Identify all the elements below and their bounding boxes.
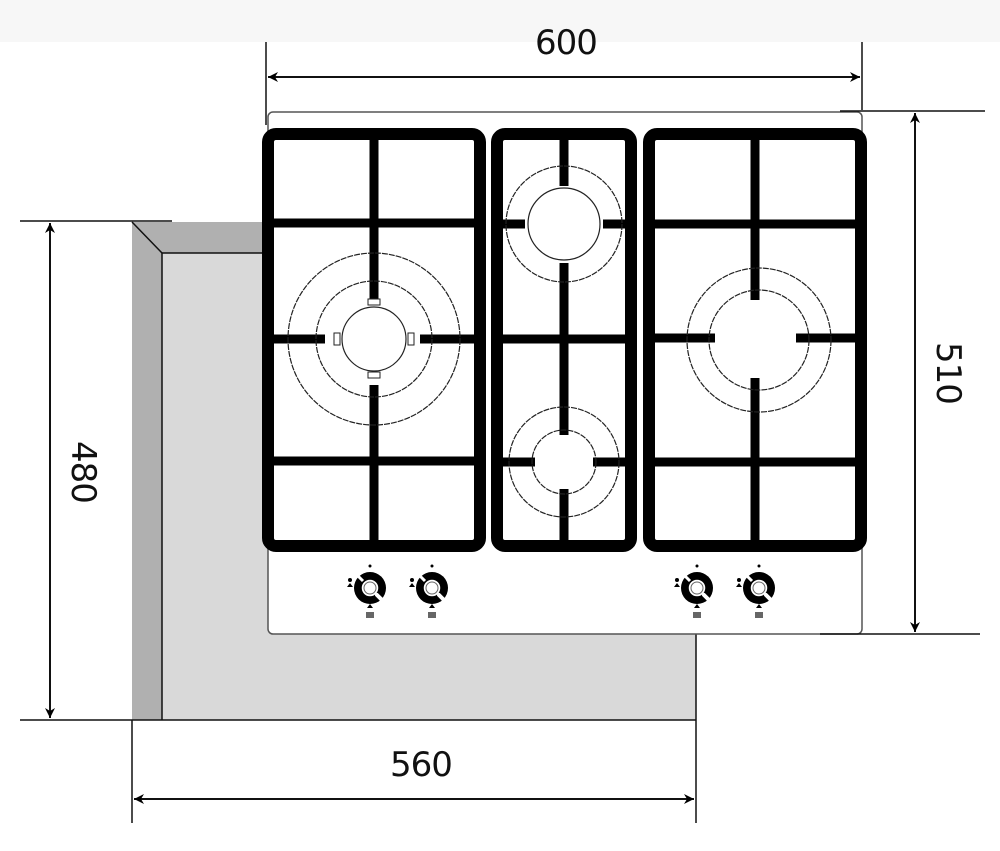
label-width-560: 560: [390, 745, 453, 785]
grate-center: [491, 128, 637, 552]
knob-1: [347, 564, 386, 618]
grate-right: [643, 128, 867, 552]
label-depth-480: 480: [62, 441, 103, 503]
control-knobs: [347, 564, 775, 618]
dimension-width-560: [131, 720, 697, 823]
label-depth-510: 510: [927, 342, 968, 404]
knob-3: [674, 564, 713, 618]
label-width-600: 600: [535, 23, 598, 63]
dimension-depth-510: [820, 110, 985, 635]
knob-4: [736, 564, 775, 618]
dimension-width-600: [265, 42, 863, 125]
grate-left: [262, 128, 486, 552]
knob-2: [409, 564, 448, 618]
top-band: [0, 0, 1000, 42]
